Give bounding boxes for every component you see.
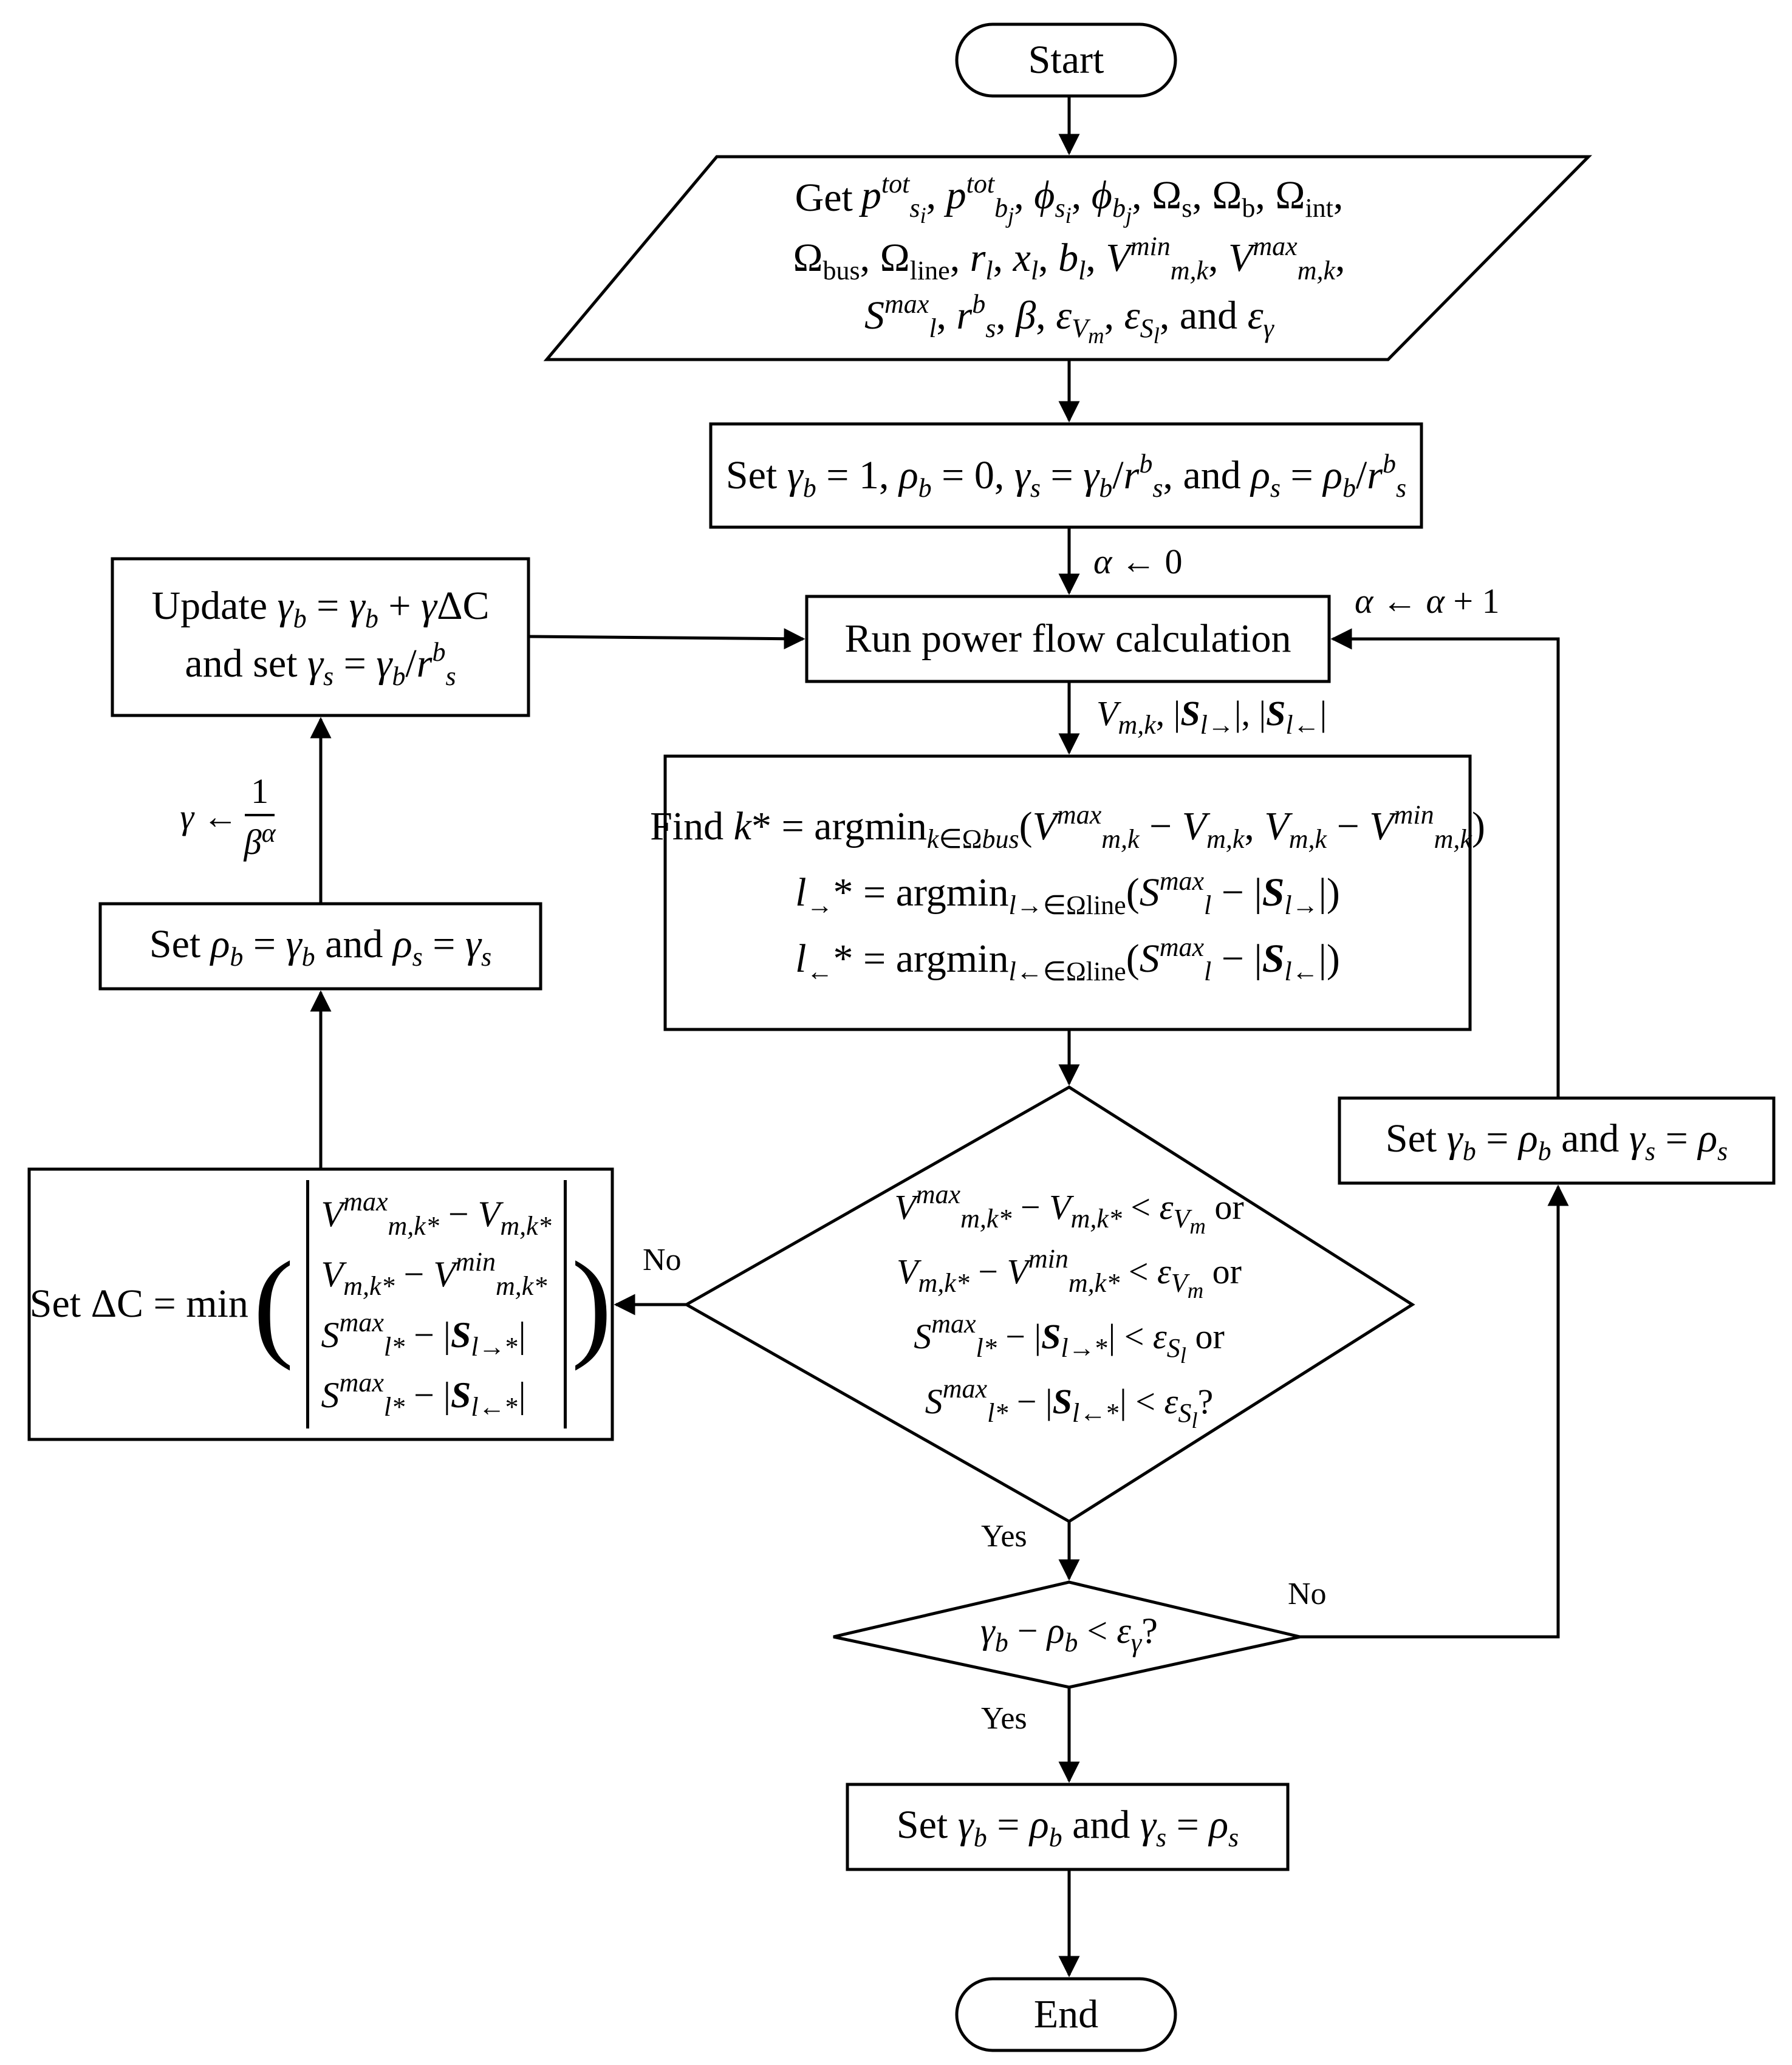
yes1-label: Yes: [981, 1519, 1027, 1554]
yes2-label: Yes: [981, 1701, 1027, 1736]
set-final-box: [846, 1783, 1290, 1871]
input-parallelogram: [543, 155, 1592, 361]
start-terminal: [955, 22, 1177, 98]
edge-right-pf: [1330, 628, 1560, 1098]
set-init-label: Set γb = 1, ρb = 0, γs = γb/rbs, and ρs …: [725, 448, 1407, 503]
delta-row-3: Smaxl* − |Sl→*|: [321, 1307, 526, 1362]
find-label: Find k* = argmink∈Ωbus(Vmaxm,k − Vm,k, V…: [650, 756, 1485, 1029]
set-final-label: Set γb = ρb and γs = ρs: [896, 1802, 1239, 1852]
set-right-label: Set γb = ρb and γs = ρs: [1385, 1116, 1728, 1166]
update-line-2: and set γs = γb/rbs: [185, 637, 456, 691]
find-line-2: l→* = argminl→∈Ωline(Smaxl − |Sl→|): [795, 865, 1340, 920]
input-label: Get ptotsi, ptotbj, ϕsi, ϕbj, Ωs, Ωb, Ωi…: [656, 159, 1482, 357]
edge-decision2-no: [1300, 1184, 1569, 1639]
update-line-1: Update γb = γb + γΔC: [151, 584, 490, 633]
input-line-1: Get ptotsi, ptotbj, ϕsi, ϕbj, Ωs, Ωb, Ωi…: [795, 168, 1344, 228]
delta-matrix: Vmaxm,k* − Vm,k* Vm,k* − Vminm,k* Smaxl*…: [306, 1179, 567, 1429]
find-line-1: Find k* = argmink∈Ωbus(Vmaxm,k − Vm,k, V…: [650, 799, 1485, 854]
edge-update-pf: [528, 628, 805, 650]
delta-row-4: Smaxl* − |Sl←*|: [321, 1367, 526, 1422]
delta-row-1: Vmaxm,k* − Vm,k*: [321, 1186, 552, 1241]
set-delta-box: [27, 1167, 614, 1441]
gamma-update-label: γ ← 1 βα: [146, 762, 310, 872]
decision1-line-3: Smaxl* − |Sl→*| < εSl or: [914, 1309, 1225, 1368]
end-terminal: [955, 1977, 1177, 2052]
input-line-2: Ωbus, Ωline, rl, xl, bl, Vminm,k, Vmaxm,…: [793, 231, 1346, 285]
run-pf-box: [805, 595, 1331, 683]
no1-label: No: [643, 1243, 682, 1277]
set-rho-box: [98, 902, 542, 991]
set-rho-label: Set ρb = γb and ρs = γs: [149, 921, 492, 972]
decision1-line-1: Vmaxm,k* − Vm,k* < εVm or: [894, 1179, 1244, 1238]
delta-row-2: Vm,k* − Vminm,k*: [321, 1247, 547, 1302]
run-pf-label: Run power flow calculation: [844, 616, 1291, 661]
update-box: [111, 557, 530, 717]
input-get-prefix: Get: [795, 175, 853, 220]
alpha-init-label: α ← 0: [1093, 541, 1183, 581]
decision1-label: Vmaxm,k* − Vm,k* < εVm or Vm,k* − Vminm,…: [802, 1178, 1336, 1433]
decision1-line-4: Smaxl* − |Sl←*| < εSl?: [925, 1373, 1214, 1433]
set-init-box: [709, 422, 1423, 529]
set-delta-label: Set ΔC = min ( Vmaxm,k* − Vm,k* Vm,k* − …: [29, 1169, 612, 1439]
end-label: End: [1033, 1992, 1099, 2036]
update-label: Update γb = γb + γΔC and set γs = γb/rbs: [112, 559, 528, 715]
pf-outputs-label: Vm,k, |Sl→|, |Sl←|: [1096, 694, 1327, 740]
no2-label: No: [1288, 1577, 1327, 1611]
find-box: [663, 754, 1472, 1031]
find-line-3: l←* = argminl←∈Ωline(Smaxl − |Sl←|): [795, 932, 1340, 986]
start-label: Start: [1028, 37, 1104, 82]
alpha-inc-label: α ← α + 1: [1355, 581, 1500, 621]
decision1-line-2: Vm,k* − Vminm,k* < εVm or: [897, 1244, 1242, 1303]
decision2-label: γb − ρb < εγ?: [980, 1611, 1158, 1657]
input-line-3: Smaxl, rbs, β, εVm, εSl, and εγ: [864, 288, 1274, 348]
set-delta-prefix: Set ΔC = min: [29, 1282, 248, 1326]
